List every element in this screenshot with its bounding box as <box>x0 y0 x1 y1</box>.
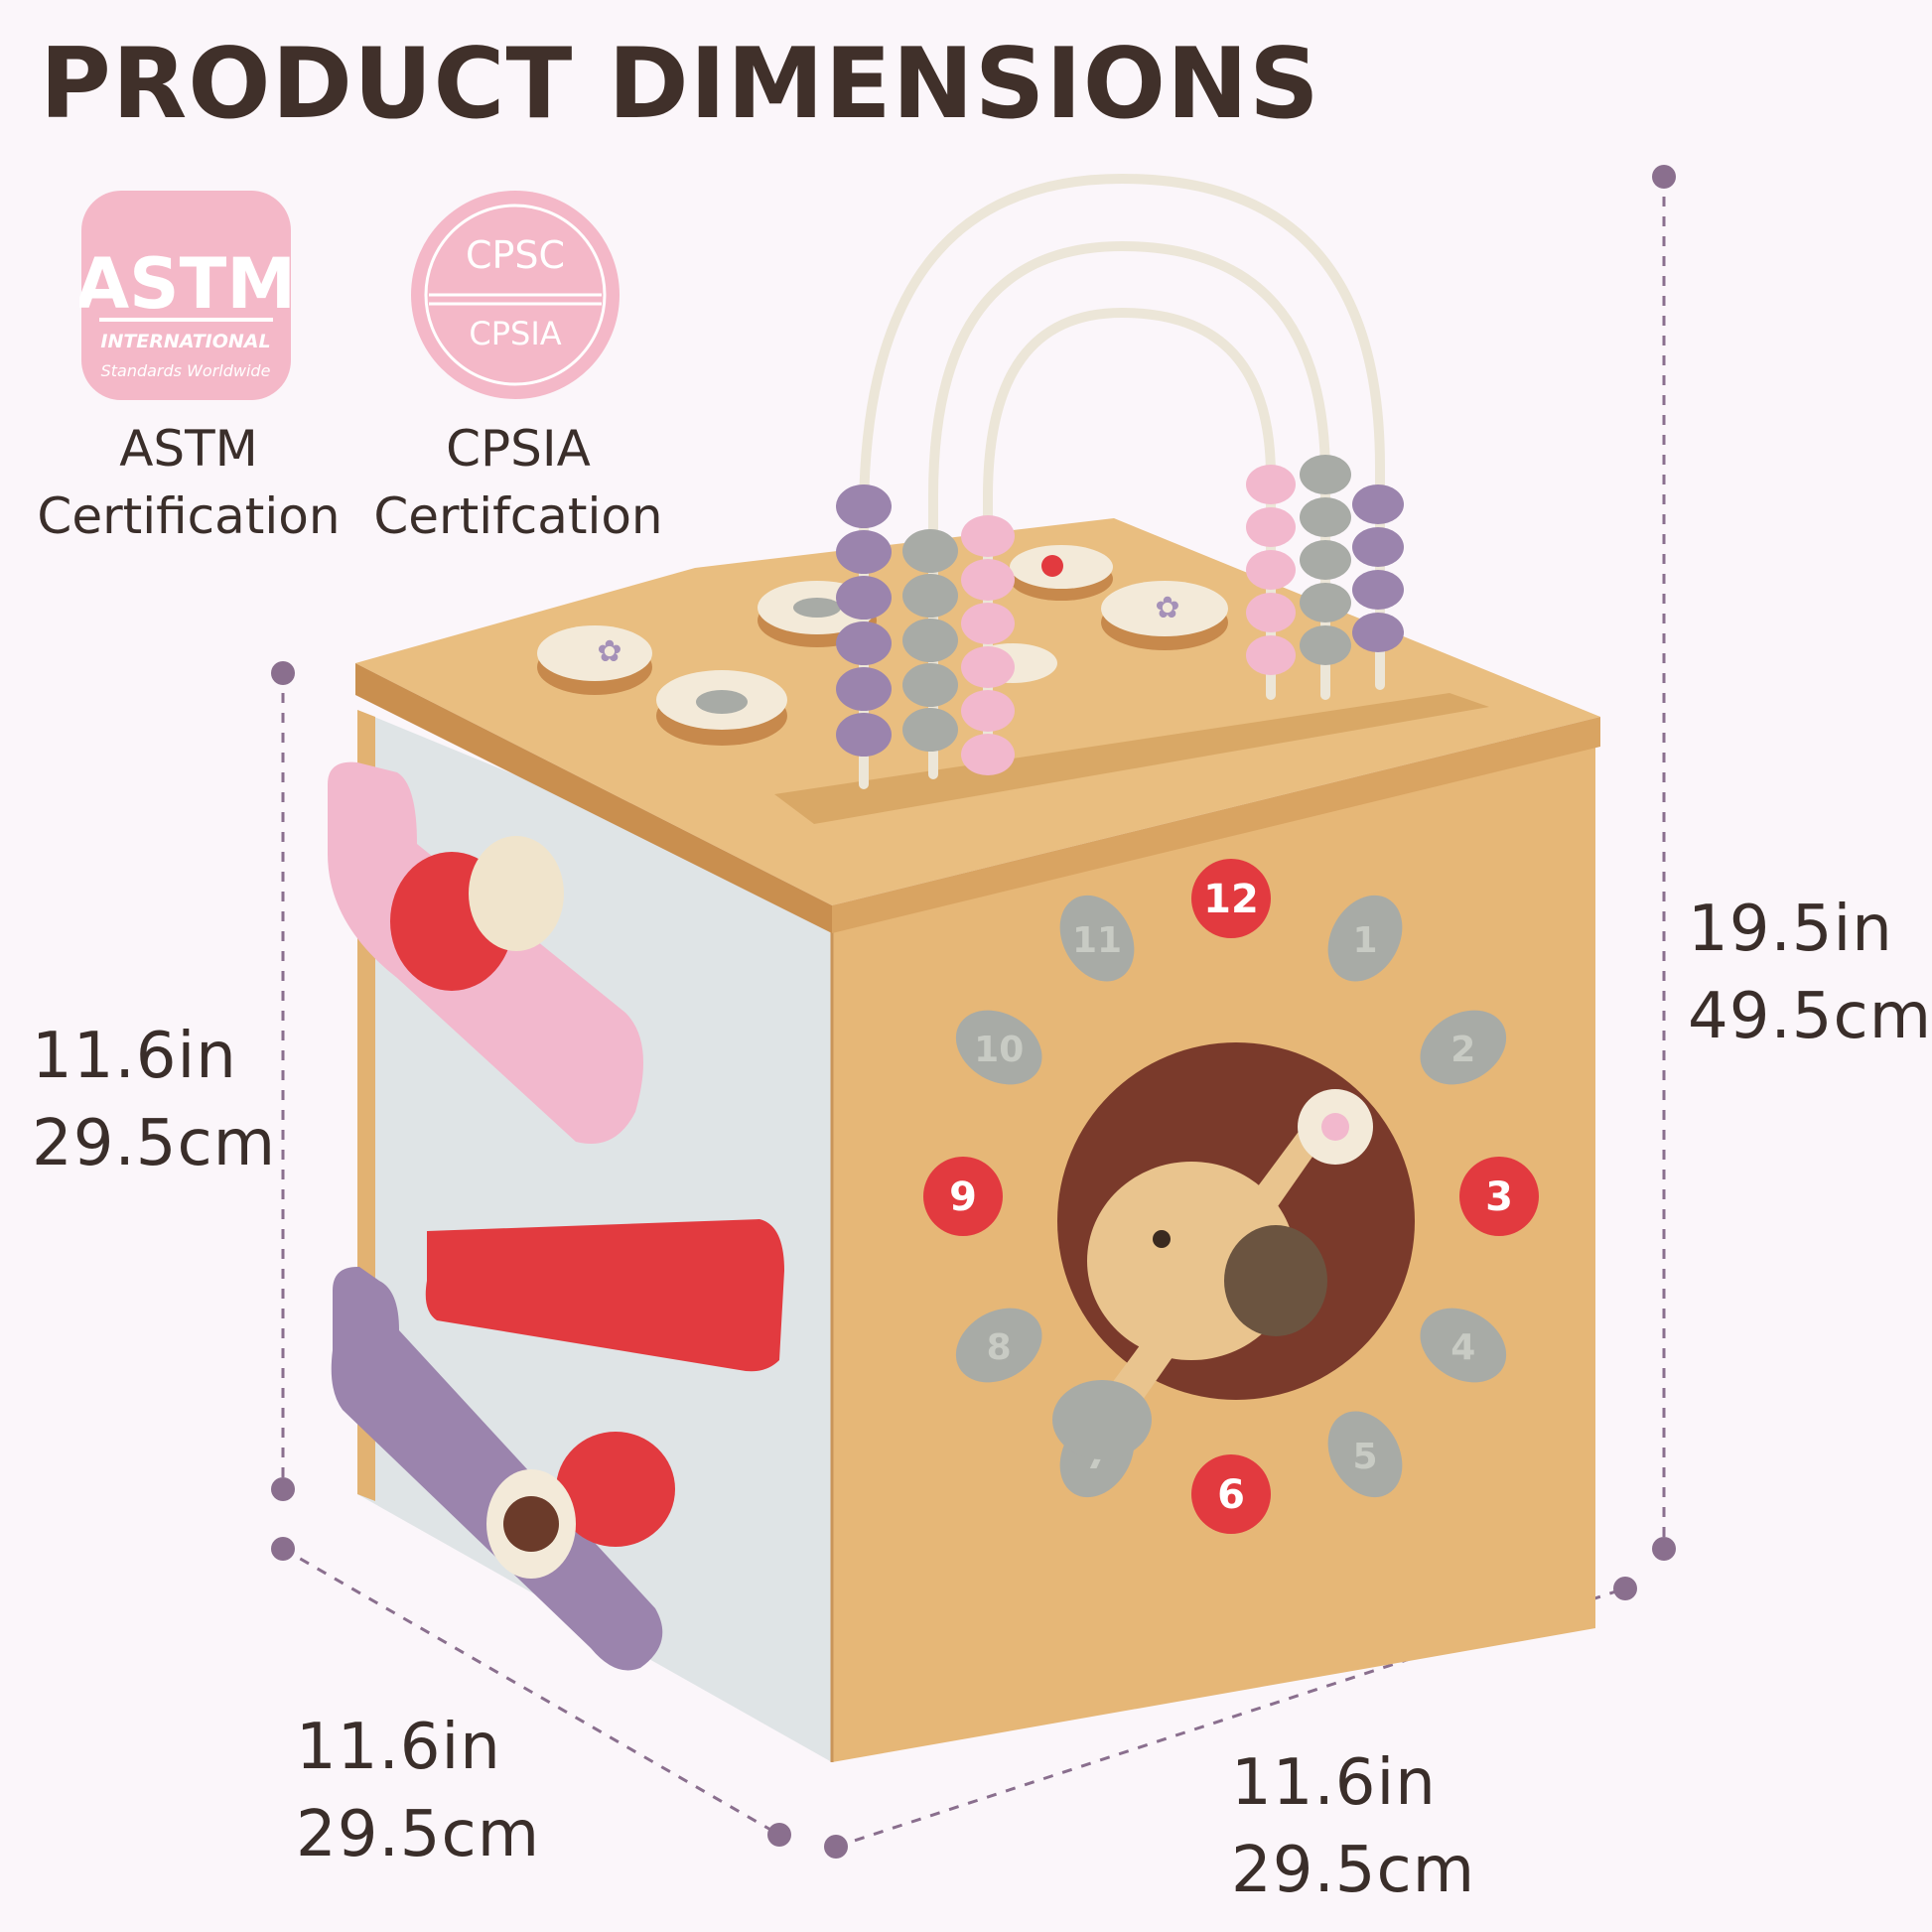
cpsc-badge-top-text: CPSC <box>466 233 565 277</box>
clock-marker-5 <box>1327 1411 1403 1498</box>
clock-marker-6 <box>1191 1454 1271 1534</box>
cpsc-badge: CPSC CPSIA <box>409 189 622 402</box>
astm-logo-icon: ASTM INTERNATIONAL Standards Worldwide <box>75 191 296 400</box>
clock-marker-4 <box>1420 1308 1507 1383</box>
astm-cert-label: ASTM Certification <box>30 415 347 550</box>
depth-label: 11.6in 29.5cm <box>296 1704 540 1878</box>
svg-text:✿: ✿ <box>1155 591 1179 625</box>
total-height-metric: 49.5cm <box>1688 980 1932 1053</box>
clock-number-3: 3 <box>1485 1174 1513 1220</box>
clock-knob <box>1224 1225 1327 1336</box>
cpsia-cert-label: CPSIA Certifcation <box>359 415 677 550</box>
side-paddles <box>328 761 784 1671</box>
clock-number-10: 10 <box>974 1030 1024 1070</box>
clock-number-2: 2 <box>1450 1030 1475 1070</box>
clock-number-9: 9 <box>949 1174 977 1220</box>
astm-badge: ASTM INTERNATIONAL Standards Worldwide <box>75 189 296 402</box>
clock-number-5: 5 <box>1352 1437 1377 1477</box>
abacus-beads <box>836 455 1404 775</box>
clock-number-1: 1 <box>1352 920 1377 961</box>
cpsia-cert-line2: Certifcation <box>373 487 663 545</box>
cpsc-badge-bottom-text: CPSIA <box>469 315 561 352</box>
svg-text:✿: ✿ <box>597 634 621 669</box>
depth-line <box>282 1547 780 1837</box>
dimension-dots <box>271 165 1676 1859</box>
astm-badge-bottom-text: Standards Worldwide <box>101 361 271 380</box>
clock-marker-9 <box>923 1157 1003 1236</box>
page-title: PRODUCT DIMENSIONS <box>40 28 1320 141</box>
total-height-label: 19.5in 49.5cm <box>1688 886 1932 1060</box>
width-label: 11.6in 29.5cm <box>1231 1739 1475 1914</box>
clock-number-6: 6 <box>1217 1472 1245 1518</box>
clock-number-12: 12 <box>1203 877 1259 922</box>
depth-metric: 29.5cm <box>296 1798 541 1871</box>
dimension-lines <box>281 177 1666 1849</box>
astm-cert-line2: Certification <box>37 487 341 545</box>
clock-marker-2 <box>1420 1010 1507 1085</box>
clock-marker-11 <box>1059 895 1135 982</box>
total-height-imperial: 19.5in <box>1688 893 1893 966</box>
box-height-imperial: 11.6in <box>32 1020 237 1093</box>
astm-badge-mid-text: INTERNATIONAL <box>100 331 270 352</box>
clock-marker-8 <box>955 1308 1042 1383</box>
cpsia-cert-line1: CPSIA <box>446 420 591 478</box>
width-imperial: 11.6in <box>1231 1746 1437 1820</box>
clock-number-8: 8 <box>987 1327 1012 1368</box>
clock-marker-12 <box>1191 859 1271 938</box>
clock-marker-10 <box>955 1010 1042 1085</box>
width-metric: 29.5cm <box>1231 1834 1476 1907</box>
clock-marker-1 <box>1327 895 1403 982</box>
astm-cert-line1: ASTM <box>119 420 258 478</box>
clock-marker-3 <box>1459 1157 1539 1236</box>
bead-maze-wires <box>859 173 1385 789</box>
clock-hand <box>1092 1102 1340 1430</box>
box-height-metric: 29.5cm <box>32 1107 277 1180</box>
clock-number-11: 11 <box>1072 920 1122 961</box>
cpsc-seal-icon: CPSC CPSIA <box>411 191 620 399</box>
astm-badge-top-text: ASTM <box>79 243 293 325</box>
clock-number-4: 4 <box>1450 1327 1475 1368</box>
box-height-label: 11.6in 29.5cm <box>32 1013 276 1187</box>
depth-imperial: 11.6in <box>296 1711 501 1784</box>
clock-face: 121234567891011 <box>923 859 1539 1534</box>
